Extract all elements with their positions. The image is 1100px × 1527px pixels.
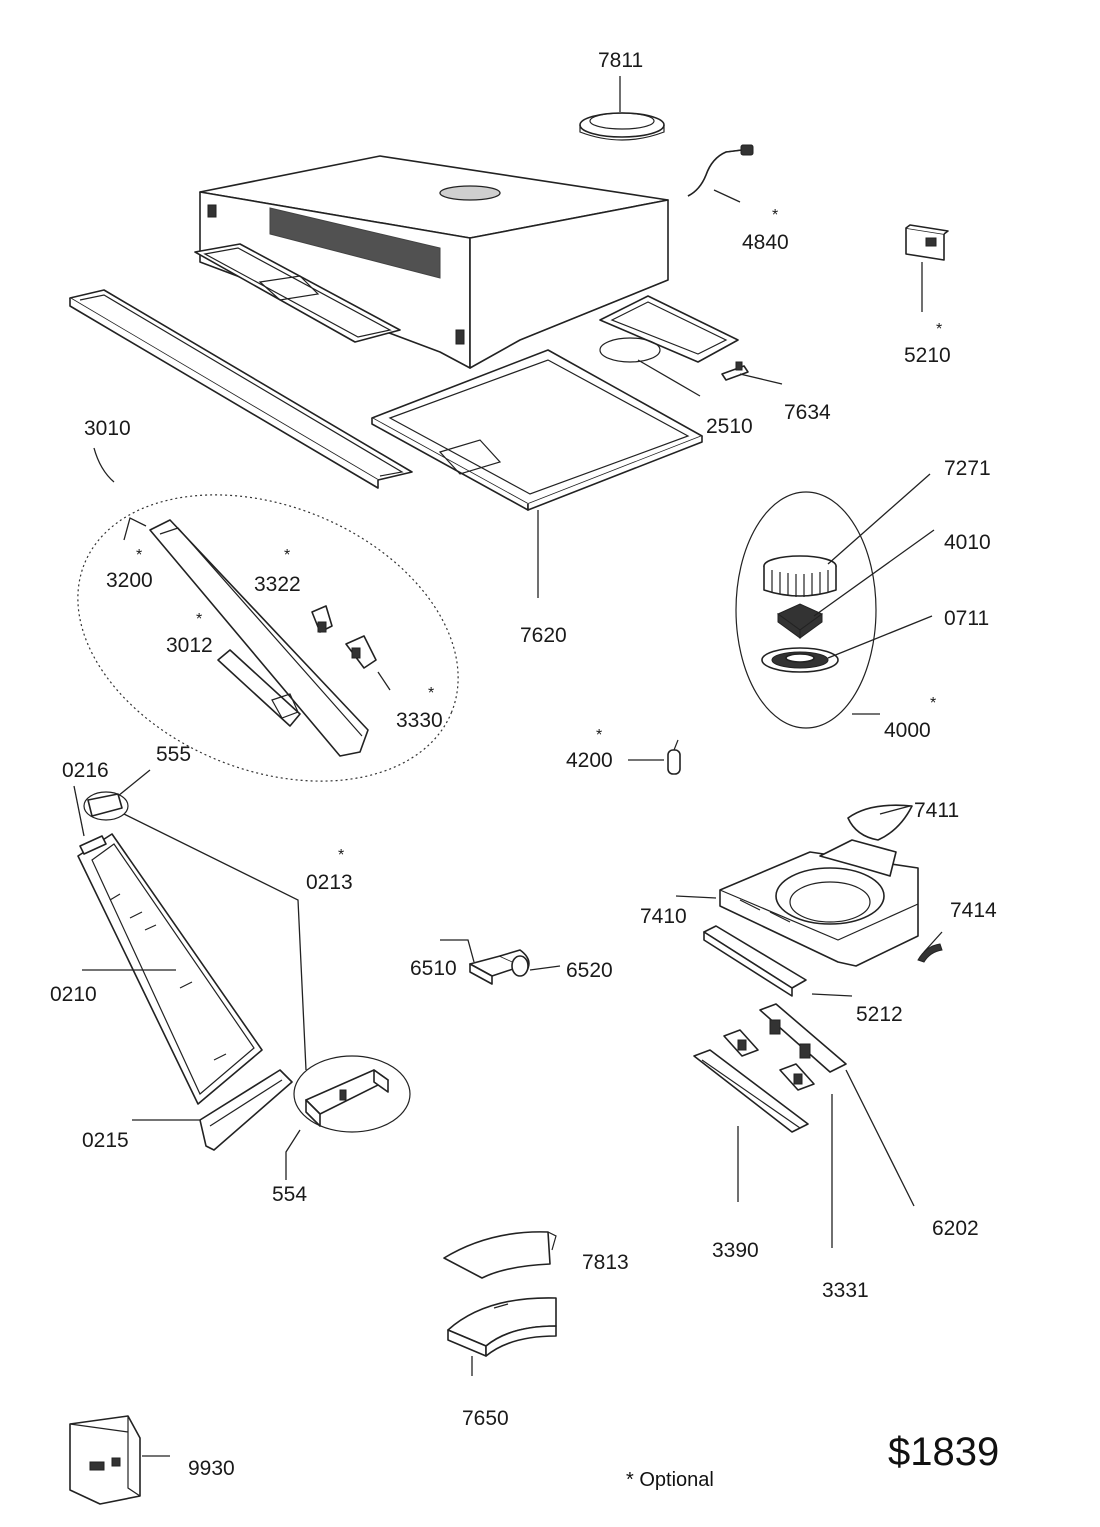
label-554: 554 xyxy=(272,1183,308,1206)
duct-collar-ring xyxy=(579,112,665,141)
label-3330: 3330 xyxy=(396,709,443,732)
label-0711: 0711 xyxy=(944,607,990,630)
range-hood-body xyxy=(199,155,669,369)
switch-plate xyxy=(905,224,949,261)
front-trim-strip xyxy=(69,289,413,489)
visor-bracket xyxy=(293,1055,411,1133)
label-4200: 4200 xyxy=(566,749,613,772)
optional-mark-5210: * xyxy=(936,321,943,338)
label-7414: 7414 xyxy=(950,899,997,922)
label-7410: 7410 xyxy=(640,905,687,928)
label-0213: 0213 xyxy=(306,871,353,894)
glass-visor-panel xyxy=(77,791,293,1151)
label-6510: 6510 xyxy=(410,957,457,980)
label-4010: 4010 xyxy=(944,531,991,554)
label-4000: 4000 xyxy=(884,719,931,742)
label-0216: 0216 xyxy=(62,759,109,782)
label-0210: 0210 xyxy=(50,983,97,1006)
label-3200: 3200 xyxy=(106,569,153,592)
label-7271: 7271 xyxy=(944,457,991,480)
label-7813: 7813 xyxy=(582,1251,629,1274)
capacitor xyxy=(667,739,681,775)
label-3010: 3010 xyxy=(84,417,131,440)
label-5212: 5212 xyxy=(856,1003,903,1026)
switch-board xyxy=(759,1003,847,1073)
button-strip xyxy=(693,1049,809,1133)
label-7634: 7634 xyxy=(784,401,831,424)
label-3012: 3012 xyxy=(166,634,213,657)
optional-mark-4000: * xyxy=(930,695,937,712)
push-switches xyxy=(723,1029,815,1091)
label-9930: 9930 xyxy=(188,1457,235,1480)
label-7650: 7650 xyxy=(462,1407,509,1430)
optional-mark-4840: * xyxy=(772,207,779,224)
optional-mark-0213: * xyxy=(338,847,345,864)
label-7620: 7620 xyxy=(520,624,567,647)
lamp-holder xyxy=(469,949,530,985)
grease-filter-frame-left xyxy=(194,243,401,343)
label-6520: 6520 xyxy=(566,959,613,982)
price-text: $1839 xyxy=(888,1430,1000,1474)
label-7411: 7411 xyxy=(914,799,960,822)
label-7811: 7811 xyxy=(598,49,644,72)
label-0215: 0215 xyxy=(82,1129,129,1152)
clip-part xyxy=(721,361,749,381)
label-2510: 2510 xyxy=(706,415,753,438)
label-555: 555 xyxy=(156,743,192,766)
power-cord xyxy=(687,144,754,197)
manual-bag xyxy=(69,1415,141,1505)
control-panel-group xyxy=(77,494,459,782)
optional-mark-4200: * xyxy=(596,727,603,744)
label-3390: 3390 xyxy=(712,1239,759,1262)
rear-filter-tray xyxy=(599,295,739,363)
optional-mark-3322: * xyxy=(284,547,291,564)
label-4840: 4840 xyxy=(742,231,789,254)
label-3331: 3331 xyxy=(822,1279,869,1302)
motor-assembly-group xyxy=(735,491,877,729)
optional-mark-3200: * xyxy=(136,547,143,564)
grease-filter xyxy=(371,349,703,511)
label-5210: 5210 xyxy=(904,344,951,367)
optional-mark-3330: * xyxy=(428,685,435,702)
label-6202: 6202 xyxy=(932,1217,979,1240)
leader-lines xyxy=(73,76,943,1457)
optional-mark-3012: * xyxy=(196,611,203,628)
duct-elbow-lower xyxy=(447,1297,557,1357)
label-3322: 3322 xyxy=(254,573,301,596)
optional-footnote: * Optional xyxy=(626,1469,714,1491)
fan-housing xyxy=(703,804,943,997)
duct-elbow-upper xyxy=(443,1231,557,1279)
